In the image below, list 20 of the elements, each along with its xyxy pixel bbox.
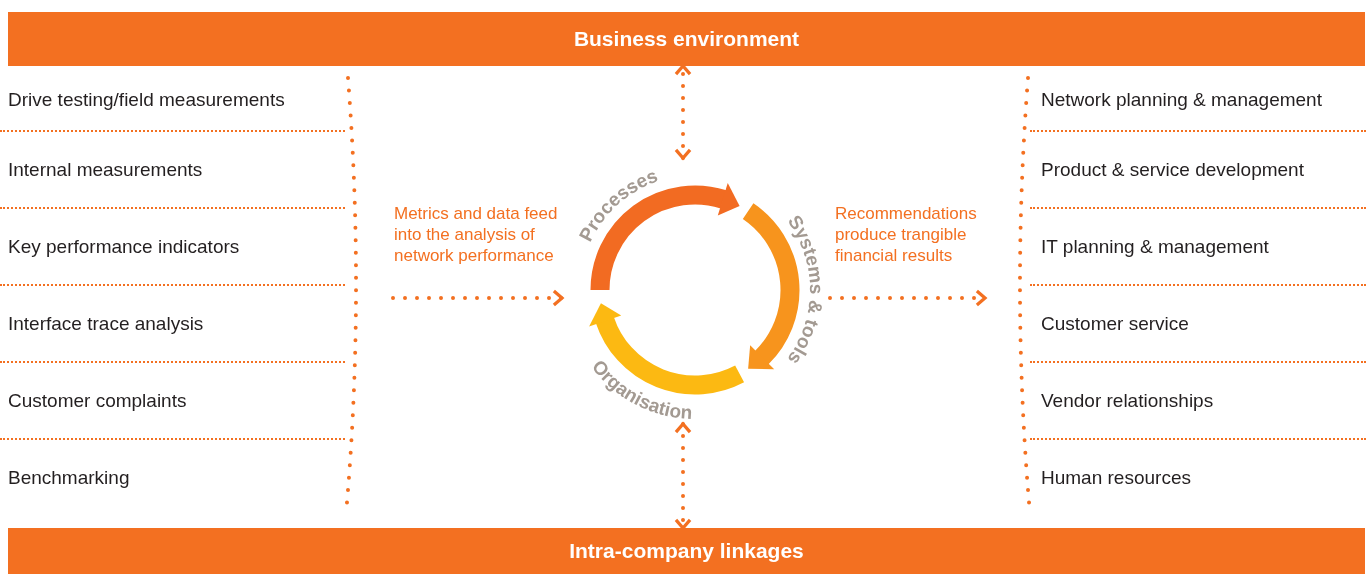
header-band: Intra-company linkages: [8, 528, 1365, 574]
list-item: Network planning & management: [1041, 89, 1322, 111]
dotted-arrow: [828, 289, 987, 307]
list-item: IT planning & management: [1041, 235, 1269, 258]
list-item: Customer complaints: [8, 389, 187, 412]
list-item: Benchmarking: [8, 466, 130, 489]
dotted-arrow: [391, 289, 564, 307]
header-band: Business environment: [8, 12, 1365, 66]
dotted-arrow: [674, 422, 692, 530]
list-item: Interface trace analysis: [8, 312, 204, 335]
list-item: Human resources: [1041, 466, 1191, 489]
list-item: Key performance indicators: [8, 235, 240, 258]
list-item: Customer service: [1041, 312, 1189, 335]
list-item: Drive testing/field measurements: [8, 89, 285, 111]
list-item: Vendor relationships: [1041, 389, 1214, 412]
list-item: Internal measurements: [8, 158, 203, 181]
list-item: Product & service development: [1041, 158, 1304, 181]
edge-label: Metrics and data feed into the analysis of network performance: [394, 203, 559, 266]
edge-label: Recommendations produce trangible financial results: [835, 203, 978, 266]
dotted-arrow: [674, 64, 692, 160]
